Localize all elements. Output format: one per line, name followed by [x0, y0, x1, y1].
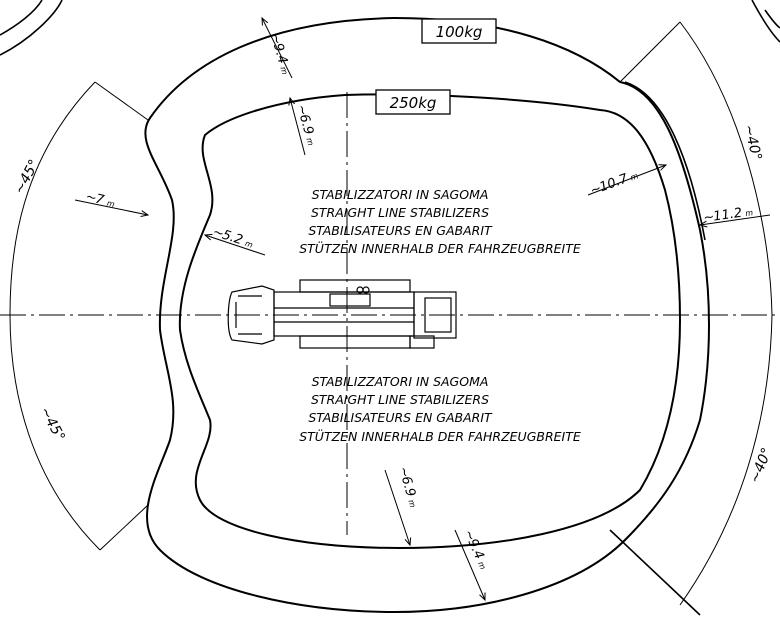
- svg-text:6.9: 6.9: [296, 113, 316, 137]
- dim-label-inner-bottom: ~ 6.9 m: [395, 465, 418, 509]
- note-bottom-line-4: STÜTZEN INNERHALB DER FAHRZEUGBREITE: [299, 428, 581, 444]
- svg-text:m: m: [406, 499, 417, 509]
- svg-text:10.7: 10.7: [598, 171, 631, 195]
- svg-text:m: m: [629, 171, 640, 182]
- svg-text:m: m: [106, 199, 116, 210]
- note-top-line-2: STRAIGHT LINE STABILIZERS: [311, 205, 489, 220]
- dim-label-inner-right: ~ 10.7 m: [588, 171, 640, 199]
- svg-text:~: ~: [211, 225, 226, 243]
- svg-text:100kg: 100kg: [436, 23, 483, 41]
- angle-arc-left: [9, 81, 101, 551]
- dim-label-outer-top: ~ 9.4 m: [267, 32, 290, 76]
- angle-leader-left-bottom: [99, 504, 149, 551]
- angle-label-right-lower: ~40°: [747, 446, 776, 486]
- svg-text:9.4: 9.4: [464, 537, 486, 562]
- load-label-100kg: 100kg: [421, 18, 497, 44]
- svg-text:m: m: [476, 560, 487, 571]
- svg-text:~: ~: [267, 32, 284, 47]
- dim-leader-inner-side: [205, 235, 266, 256]
- vehicle-top-view: [227, 279, 457, 349]
- dim-leader-inner-bottom: [384, 469, 410, 545]
- outer-envelope-100kg: [144, 16, 710, 614]
- svg-text:m: m: [244, 239, 254, 250]
- right-limit-line-lower: [609, 529, 701, 616]
- angle-label-left-upper: ~45°: [11, 157, 42, 197]
- svg-text:6.9: 6.9: [398, 475, 418, 499]
- vehicle-chassis: [273, 291, 415, 337]
- inner-envelope-250kg: [178, 93, 682, 550]
- svg-text:~: ~: [293, 103, 310, 118]
- dim-leader-outer-bottom: [454, 529, 485, 600]
- note-bottom-line-2: STRAIGHT LINE STABILIZERS: [311, 392, 489, 407]
- note-top-line-3: STABILISATEURS EN GABARIT: [308, 223, 493, 238]
- right-limit-line-outer: [624, 81, 706, 241]
- svg-text:250kg: 250kg: [390, 94, 437, 112]
- angle-leader-left-top: [94, 81, 149, 121]
- dim-leader-inner-right: [587, 165, 666, 196]
- dim-label-outer-bottom: ~ 9.4 m: [460, 528, 487, 572]
- corner-arc-top-left: [0, 0, 63, 56]
- svg-text:9.4: 9.4: [270, 42, 290, 66]
- dim-leader-outer-right: [700, 214, 771, 225]
- corner-arc-top-right-inner: [764, 9, 780, 29]
- svg-text:~: ~: [84, 189, 98, 206]
- svg-text:m: m: [304, 137, 315, 147]
- note-top-line-4: STÜTZEN INNERHALB DER FAHRZEUGBREITE: [299, 240, 581, 256]
- angle-label-right-upper: ~40°: [740, 123, 764, 162]
- corner-arc-top-left-inner: [0, 0, 43, 36]
- svg-text:5.2: 5.2: [220, 228, 244, 249]
- dim-leader-outer-side: [74, 199, 148, 215]
- note-bottom-line-3: STABILISATEURS EN GABARIT: [308, 410, 493, 425]
- svg-text:11.2: 11.2: [712, 206, 743, 225]
- dim-label-inner-top: ~ 6.9 m: [293, 103, 316, 147]
- svg-text:~: ~: [702, 210, 715, 226]
- dim-leader-inner-top: [290, 98, 306, 156]
- load-label-250kg: 250kg: [375, 89, 451, 115]
- angle-label-left-lower: ~45°: [36, 404, 67, 444]
- dim-label-inner-side: ~ 5.2 m: [211, 225, 254, 250]
- svg-text:m: m: [745, 208, 754, 218]
- note-top-line-1: STABILIZZATORI IN SAGOMA: [312, 187, 489, 202]
- dim-label-outer-side: ~ 7 m: [84, 189, 116, 210]
- stabilizer-note-top: STABILIZZATORI IN SAGOMA STRAIGHT LINE S…: [299, 187, 581, 256]
- stabilizer-note-bottom: STABILIZZATORI IN SAGOMA STRAIGHT LINE S…: [299, 374, 581, 444]
- svg-text:~: ~: [588, 181, 603, 199]
- angle-leader-right-top: [619, 21, 681, 83]
- dim-label-outer-right: ~ 11.2 m: [702, 206, 754, 226]
- angle-arc-right: [679, 21, 773, 606]
- dim-leader-outer-top: [262, 18, 293, 79]
- svg-text:~: ~: [395, 465, 412, 480]
- note-bottom-line-1: STABILIZZATORI IN SAGOMA: [312, 374, 489, 389]
- vehicle-turret: [413, 291, 457, 339]
- svg-text:m: m: [278, 66, 289, 76]
- corner-arc-top-right: [751, 0, 780, 43]
